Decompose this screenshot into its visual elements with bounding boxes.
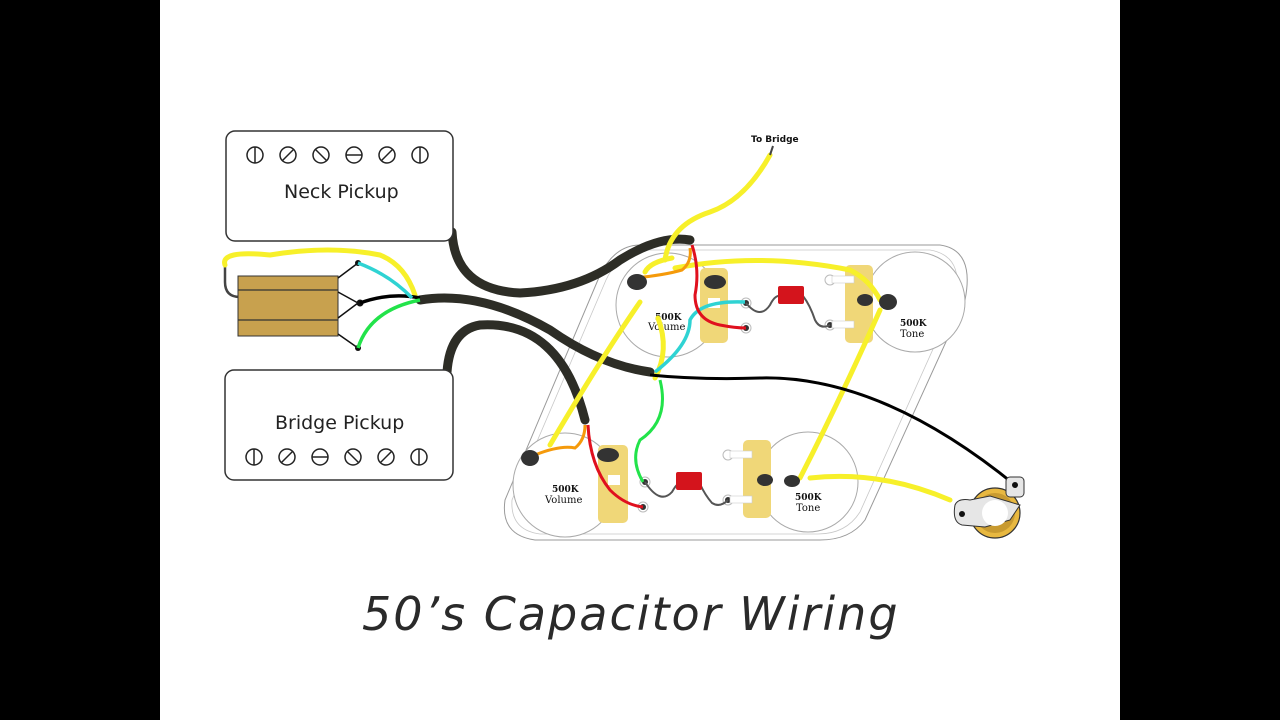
pot-name-label: Volume <box>647 322 685 333</box>
shielded-cable-bridge <box>442 320 590 425</box>
pot-value-label: 500K <box>795 493 823 503</box>
pot-value-label: 500K <box>552 485 580 495</box>
wire-red-neck <box>690 244 747 330</box>
screw-icon <box>378 146 396 164</box>
shielded-cable-switch <box>415 293 655 377</box>
screw-icon <box>246 146 264 164</box>
screw-icon <box>411 146 429 164</box>
capacitor-neck-tone <box>778 286 804 304</box>
wire-green-bridge <box>634 379 664 483</box>
wire-orange-bridge <box>534 424 587 457</box>
pot-neck-tone: 500K Tone <box>864 251 966 353</box>
neck-pickup: Neck Pickup <box>225 130 454 242</box>
capacitor-lead-neck <box>745 294 831 328</box>
pole-screws <box>245 448 428 466</box>
pot-value-label: 500K <box>655 313 683 323</box>
screw-icon <box>279 146 297 164</box>
screw-icon <box>278 448 296 466</box>
wire-orange-neck <box>634 247 692 280</box>
screw-icon <box>345 146 363 164</box>
wiring-diagram: 500K Volume 500K Tone 500K Volume 500K T… <box>222 130 1025 641</box>
wire-green-switch <box>356 298 421 349</box>
pot-name-label: Tone <box>900 329 924 340</box>
screw-icon <box>312 146 330 164</box>
to-bridge-lead <box>769 145 774 156</box>
wire-cyan-switch <box>357 261 414 300</box>
screw-icon <box>245 448 263 466</box>
capacitor-bridge-tone <box>676 472 702 490</box>
screw-icon <box>377 448 395 466</box>
diagram-title: 50’s Capacitor Wiring <box>362 587 900 641</box>
pole-screws <box>246 146 429 164</box>
bridge-pickup-label: Bridge Pickup <box>275 412 404 434</box>
pot-name-label: Tone <box>796 503 820 514</box>
pot-bridge-tone: 500K Tone <box>757 431 859 533</box>
output-jack <box>953 476 1025 539</box>
lug-plate-bridge-tone <box>722 440 771 518</box>
screw-icon <box>410 448 428 466</box>
pickup-selector-switch <box>223 260 364 351</box>
wire-red-bridge <box>586 424 644 509</box>
pot-bridge-volume: 500K Volume <box>512 432 618 538</box>
diagram-canvas: 500K Volume 500K Tone 500K Volume 500K T… <box>160 0 1120 720</box>
pot-value-label: 500K <box>900 319 928 329</box>
screw-icon <box>311 448 329 466</box>
pot-name-label: Volume <box>544 495 582 506</box>
ground-wire-switch <box>359 294 421 305</box>
bridge-pickup: Bridge Pickup <box>224 369 454 481</box>
solder-joints <box>521 274 897 487</box>
shielded-cable-neck <box>447 227 695 298</box>
hot-wires-yellow <box>222 152 953 503</box>
neck-pickup-label: Neck Pickup <box>284 181 399 203</box>
to-bridge-label: To Bridge <box>751 135 799 145</box>
wire-cyan-neck <box>653 300 746 374</box>
screw-icon <box>344 448 362 466</box>
ground-wire-jack <box>649 373 1016 487</box>
